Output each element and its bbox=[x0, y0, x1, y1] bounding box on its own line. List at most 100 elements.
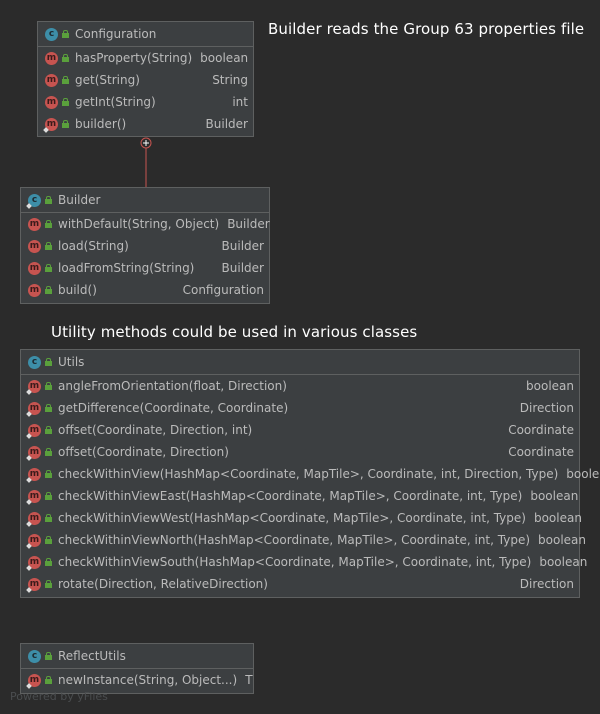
method-return-type: boolean bbox=[200, 51, 249, 65]
method-name: offset(Coordinate, Direction) bbox=[58, 445, 229, 459]
method-row[interactable]: m checkWithinViewSouth(HashMap<Coordinat… bbox=[21, 551, 587, 573]
lock-icon bbox=[45, 470, 52, 478]
static-method-icon: m bbox=[45, 117, 58, 131]
method-row[interactable]: m build() Configuration bbox=[21, 279, 269, 301]
lock-icon bbox=[45, 286, 52, 294]
method-row[interactable]: m newInstance(String, Object...) T bbox=[21, 669, 253, 691]
lock-icon bbox=[45, 382, 52, 390]
builder-note: Builder reads the Group 63 properties fi… bbox=[268, 20, 585, 38]
method-name: checkWithinViewSouth(HashMap<Coordinate,… bbox=[58, 555, 532, 569]
method-return-type: Direction bbox=[519, 401, 574, 415]
method-return-type: Direction bbox=[519, 577, 574, 591]
method-row[interactable]: m hasProperty(String) boolean bbox=[38, 47, 253, 69]
method-name: checkWithinViewWest(HashMap<Coordinate, … bbox=[58, 511, 526, 525]
class-header: c Builder bbox=[21, 188, 269, 213]
method-row[interactable]: m loadFromString(String) Builder bbox=[21, 257, 269, 279]
method-name: checkWithinView(HashMap<Coordinate, MapT… bbox=[58, 467, 559, 481]
lock-icon bbox=[62, 30, 69, 38]
method-row[interactable]: m angleFromOrientation(float, Direction)… bbox=[21, 375, 579, 397]
static-method-icon: m bbox=[28, 511, 41, 525]
method-return-type: String bbox=[212, 73, 248, 87]
lock-icon bbox=[45, 492, 52, 500]
class-header: c Utils bbox=[21, 350, 579, 375]
method-name: withDefault(String, Object) bbox=[58, 217, 220, 231]
static-method-icon: m bbox=[28, 577, 41, 591]
method-name: builder() bbox=[75, 117, 127, 131]
method-row[interactable]: m get(String) String bbox=[38, 69, 253, 91]
method-return-type: boolean bbox=[538, 533, 586, 547]
class-icon: c bbox=[45, 27, 58, 41]
method-return-type: boolean bbox=[539, 555, 588, 569]
method-icon: m bbox=[28, 217, 41, 231]
method-name: checkWithinViewEast(HashMap<Coordinate, … bbox=[58, 489, 523, 503]
method-name: loadFromString(String) bbox=[58, 261, 195, 275]
method-row[interactable]: m checkWithinViewWest(HashMap<Coordinate… bbox=[21, 507, 582, 529]
method-name: build() bbox=[58, 283, 97, 297]
method-row[interactable]: m rotate(Direction, RelativeDirection) D… bbox=[21, 573, 579, 595]
class-header: c ReflectUtils bbox=[21, 644, 253, 669]
utility-note: Utility methods could be used in various… bbox=[51, 323, 418, 341]
class-utils[interactable]: c Utils m angleFromOrientation(float, Di… bbox=[20, 349, 600, 598]
method-row[interactable]: m withDefault(String, Object) Builder bbox=[21, 213, 270, 235]
method-icon: m bbox=[45, 73, 58, 87]
method-icon: m bbox=[28, 239, 41, 253]
lock-icon bbox=[45, 264, 52, 272]
class-name: Utils bbox=[58, 355, 85, 369]
lock-icon bbox=[45, 558, 52, 566]
method-return-type: boolean bbox=[566, 467, 600, 481]
static-method-icon: m bbox=[28, 533, 41, 547]
method-return-type: boolean bbox=[530, 489, 579, 503]
method-row[interactable]: m getDifference(Coordinate, Coordinate) … bbox=[21, 397, 579, 419]
lock-icon bbox=[62, 76, 69, 84]
method-name: getInt(String) bbox=[75, 95, 156, 109]
static-class-icon: c bbox=[28, 193, 41, 207]
method-return-type: Configuration bbox=[182, 283, 264, 297]
static-method-icon: m bbox=[28, 423, 41, 437]
method-icon: m bbox=[45, 95, 58, 109]
method-row[interactable]: m load(String) Builder bbox=[21, 235, 269, 257]
static-method-icon: m bbox=[28, 401, 41, 415]
lock-icon bbox=[45, 358, 52, 366]
method-icon: m bbox=[28, 261, 41, 275]
class-name: Builder bbox=[58, 193, 101, 207]
method-return-type: Coordinate bbox=[508, 445, 574, 459]
method-row[interactable]: m checkWithinViewEast(HashMap<Coordinate… bbox=[21, 485, 579, 507]
method-name: load(String) bbox=[58, 239, 129, 253]
method-return-type: Coordinate bbox=[508, 423, 574, 437]
method-row[interactable]: m getInt(String) int bbox=[38, 91, 253, 113]
class-builder[interactable]: c Builder m withDefault(String, Object) … bbox=[20, 187, 270, 304]
method-name: get(String) bbox=[75, 73, 140, 87]
lock-icon bbox=[45, 404, 52, 412]
method-name: hasProperty(String) bbox=[75, 51, 193, 65]
class-configuration[interactable]: c Configuration m hasProperty(String) bo… bbox=[37, 21, 254, 137]
class-icon: c bbox=[28, 355, 41, 369]
lock-icon bbox=[62, 120, 69, 128]
static-method-icon: m bbox=[28, 555, 41, 569]
static-method-icon: m bbox=[28, 489, 41, 503]
static-method-icon: m bbox=[28, 467, 41, 481]
method-return-type: Builder bbox=[205, 117, 248, 131]
method-row[interactable]: m offset(Coordinate, Direction, int) Coo… bbox=[21, 419, 579, 441]
method-return-type: Builder bbox=[221, 239, 264, 253]
lock-icon bbox=[62, 98, 69, 106]
method-row[interactable]: m offset(Coordinate, Direction) Coordina… bbox=[21, 441, 579, 463]
method-row[interactable]: m builder() Builder bbox=[38, 113, 253, 135]
lock-icon bbox=[45, 196, 52, 204]
method-return-type: boolean bbox=[526, 379, 574, 393]
watermark: Powered by yFiles bbox=[10, 690, 108, 703]
method-name: angleFromOrientation(float, Direction) bbox=[58, 379, 287, 393]
static-method-icon: m bbox=[28, 379, 41, 393]
method-name: getDifference(Coordinate, Coordinate) bbox=[58, 401, 289, 415]
method-name: newInstance(String, Object...) bbox=[58, 673, 238, 687]
method-icon: m bbox=[28, 283, 41, 297]
static-method-icon: m bbox=[28, 673, 41, 687]
method-row[interactable]: m checkWithinViewNorth(HashMap<Coordinat… bbox=[21, 529, 586, 551]
lock-icon bbox=[45, 652, 52, 660]
lock-icon bbox=[62, 54, 69, 62]
method-name: offset(Coordinate, Direction, int) bbox=[58, 423, 253, 437]
class-name: ReflectUtils bbox=[58, 649, 126, 663]
lock-icon bbox=[45, 220, 52, 228]
class-name: Configuration bbox=[75, 27, 157, 41]
class-reflectutils[interactable]: c ReflectUtils m newInstance(String, Obj… bbox=[20, 643, 254, 694]
method-row[interactable]: m checkWithinView(HashMap<Coordinate, Ma… bbox=[21, 463, 600, 485]
